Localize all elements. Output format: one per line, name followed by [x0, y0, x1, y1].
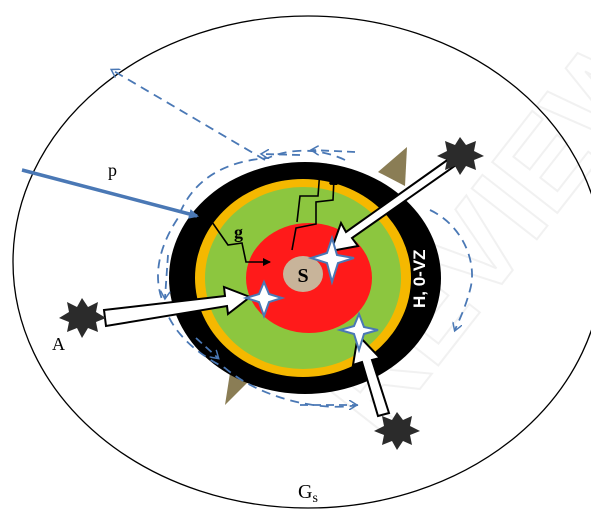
dashed-orbit-path [157, 149, 359, 408]
label-h-ovz: H, 0-VZ [410, 249, 429, 308]
label-p: p [108, 160, 117, 180]
dashed-arrow-top [312, 150, 356, 152]
spike-top-right [378, 147, 407, 186]
burst-top-right [437, 137, 484, 175]
star-center-right [307, 234, 355, 286]
dashed-arrow-bottom-left [195, 337, 218, 358]
g-arrow-path-2 [291, 177, 338, 251]
dashed-orbit-right [429, 209, 473, 330]
burst-a [59, 298, 106, 338]
dashed-arrow-left [165, 254, 168, 298]
star-lower-right [336, 311, 379, 354]
p-arrow [21, 168, 199, 219]
block-arrow-bottom-right [351, 332, 391, 418]
label-g: g [234, 222, 243, 242]
block-arrow-top-right [329, 154, 461, 253]
star-left [242, 279, 286, 319]
g-arrow-path-3 [296, 167, 333, 223]
center-s [283, 256, 323, 292]
label-gs-main: G [298, 481, 312, 503]
label-gs: Gs [298, 481, 318, 506]
label-a: A [52, 334, 65, 354]
burst-bottom-right [374, 412, 420, 450]
label-s: S [297, 265, 308, 287]
dashed-arrow-top2 [262, 154, 301, 155]
dashed-escape-arrow [112, 70, 266, 161]
block-arrow-from-a [102, 285, 253, 328]
g-arrow-path-1 [211, 221, 271, 266]
label-gs-sub: s [312, 491, 317, 506]
outer-boundary [12, 15, 591, 509]
